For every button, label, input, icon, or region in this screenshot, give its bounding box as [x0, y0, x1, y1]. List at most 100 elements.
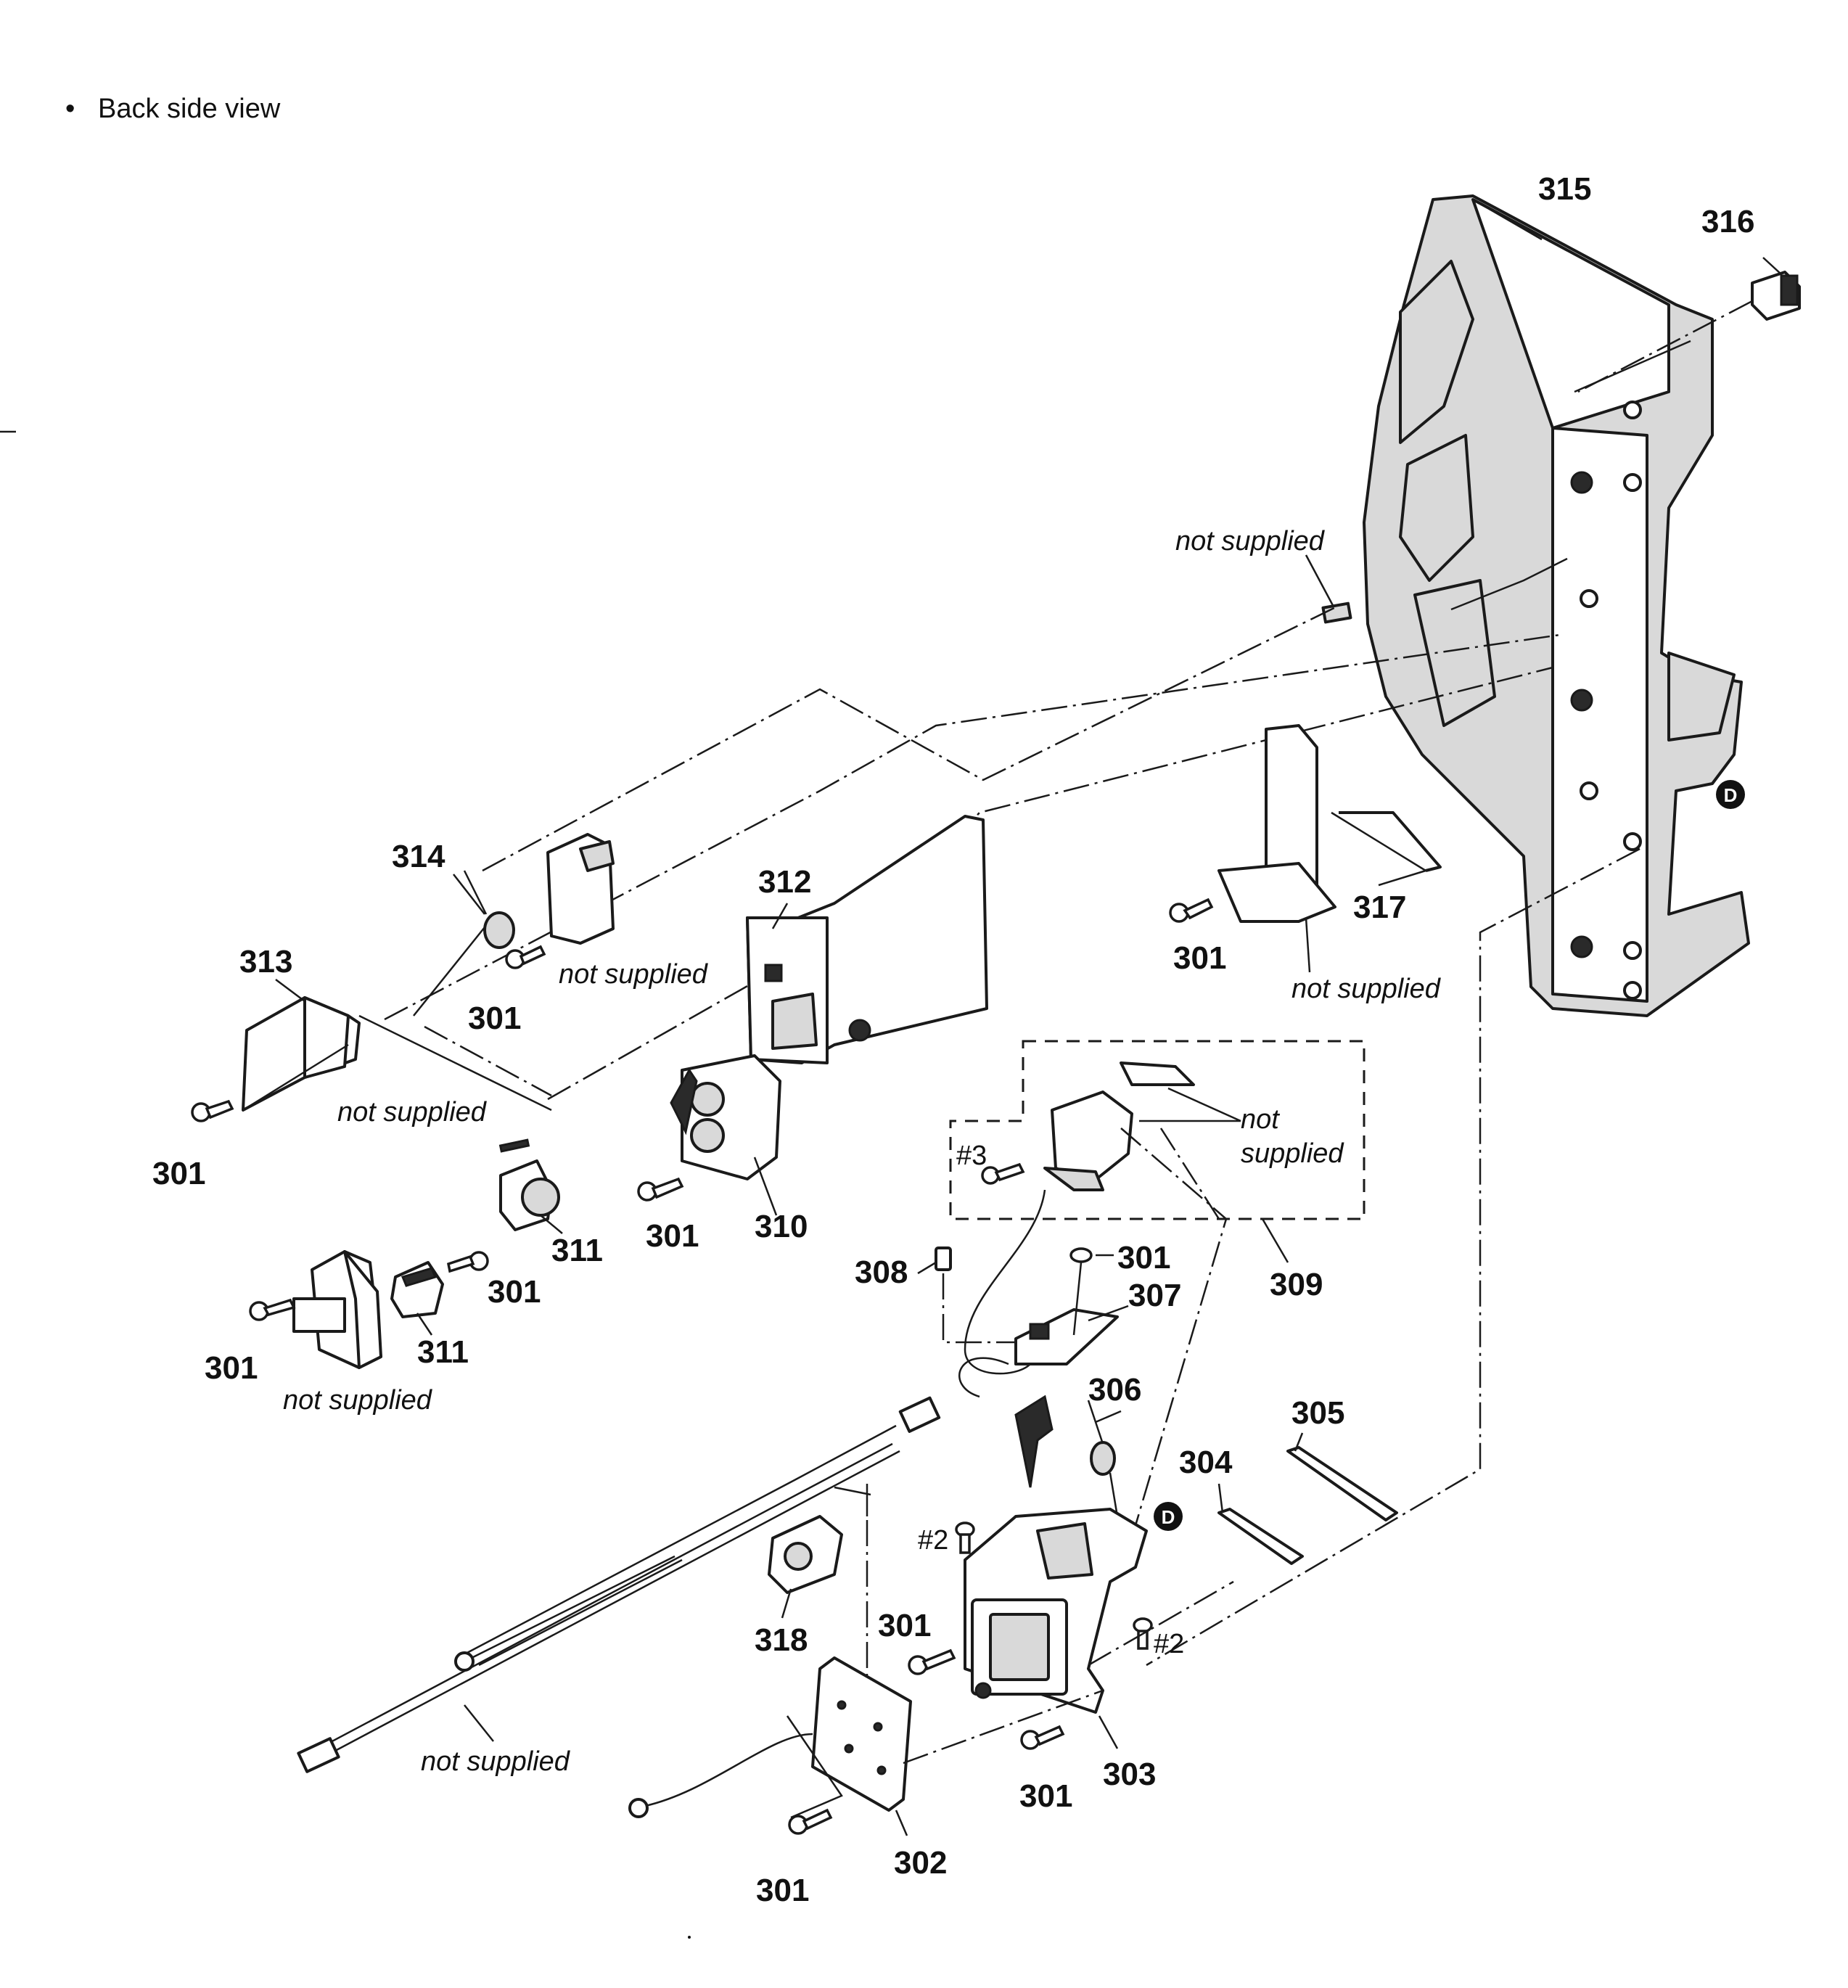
leader-314	[453, 874, 485, 915]
strip-304	[1217, 1508, 1304, 1565]
chain-308	[942, 1273, 1030, 1344]
housing-312	[746, 815, 988, 1064]
screw-301-313	[191, 1099, 234, 1122]
label-s2-left: #2	[918, 1525, 948, 1556]
leader-302	[895, 1810, 908, 1836]
marker-d-lower: D	[1154, 1502, 1183, 1531]
label-316: 316	[1701, 204, 1754, 239]
chain-mid2	[547, 666, 1553, 1101]
label-301-housing: 301	[205, 1350, 258, 1386]
leader-317	[1378, 869, 1426, 887]
dash-302-303	[903, 1689, 1104, 1765]
leader-313	[275, 979, 305, 1002]
leader-308	[917, 1261, 937, 1275]
label-313: 313	[239, 944, 292, 979]
small-part-chassis	[1321, 601, 1352, 624]
cable-plug-bottom	[297, 1737, 340, 1773]
leader-318	[781, 1588, 792, 1619]
cable-302-ring	[628, 1798, 649, 1818]
cable-plug-top	[898, 1396, 941, 1433]
label-308: 308	[855, 1254, 908, 1290]
label-314: 314	[392, 839, 445, 874]
svg-text:D: D	[1162, 1506, 1175, 1528]
screw-301-311r	[446, 1251, 489, 1273]
leader-303	[1098, 1715, 1119, 1749]
leader-309-not	[1139, 1087, 1241, 1122]
cable-long	[304, 1442, 900, 1765]
board-307	[1014, 1308, 1119, 1365]
note-not-309: not	[1241, 1104, 1280, 1135]
label-301-314: 301	[468, 1001, 521, 1036]
note-not-supplied-311: not supplied	[337, 1097, 488, 1128]
marker-d-top: D	[1716, 780, 1745, 809]
svg-text:D: D	[1724, 784, 1738, 806]
screw-301-302	[788, 1808, 833, 1835]
chassis-frame-315	[1363, 194, 1750, 1017]
stray-dot	[688, 1936, 691, 1939]
screw-301-307	[1069, 1247, 1093, 1336]
leader-316	[1762, 257, 1782, 275]
label-311-lower: 311	[417, 1334, 469, 1370]
small-part-311	[498, 1138, 530, 1153]
leader-not-supplied-chassis	[1305, 554, 1336, 610]
cable-302	[641, 1733, 813, 1808]
screw-301-housing	[249, 1298, 296, 1321]
cable-upper2	[834, 1484, 871, 1516]
label-305: 305	[1291, 1395, 1344, 1431]
chain-top	[482, 601, 1347, 872]
label-317: 317	[1353, 890, 1406, 925]
leader-306	[1095, 1410, 1122, 1424]
leader-312	[771, 903, 789, 929]
leader-310	[753, 1157, 778, 1216]
sensor-311-upper	[499, 1159, 560, 1231]
label-301-303a: 301	[878, 1608, 931, 1643]
label-301-r: 301	[1173, 940, 1226, 976]
label-306: 306	[1088, 1372, 1141, 1408]
note-supplied-309: supplied	[1241, 1138, 1344, 1169]
leader-311-lower	[416, 1313, 433, 1336]
label-301-311r: 301	[488, 1274, 541, 1310]
screw-301-r	[1169, 898, 1214, 923]
label-302: 302	[894, 1845, 947, 1881]
label-301-310: 301	[646, 1218, 699, 1254]
note-not-supplied-317: not supplied	[1291, 974, 1442, 1004]
note-not-supplied-cable: not supplied	[421, 1746, 571, 1777]
line-313-to-311	[358, 1014, 552, 1112]
connector-316	[1751, 271, 1801, 321]
label-312: 312	[758, 864, 811, 900]
screw-301-303a	[908, 1648, 956, 1675]
motor-frame-303	[964, 1508, 1148, 1714]
label-301-313: 301	[152, 1156, 205, 1191]
label-310: 310	[755, 1209, 808, 1244]
label-301-302: 301	[756, 1873, 809, 1908]
label-304: 304	[1179, 1445, 1233, 1480]
bracket-not-supplied-top	[546, 833, 615, 945]
board-302	[811, 1656, 912, 1812]
label-309-s3: #3	[956, 1141, 987, 1171]
spring-314	[413, 870, 515, 1016]
label-309: 309	[1270, 1267, 1323, 1302]
leader-305	[1294, 1432, 1304, 1452]
chain-left-bracket	[424, 1025, 552, 1097]
chain-309-right	[1159, 1128, 1220, 1220]
cable-mid	[958, 1357, 1009, 1398]
label-s2-right: #2	[1154, 1629, 1184, 1659]
header-bullet: •	[65, 94, 75, 124]
chain-right-down	[1146, 847, 1640, 1667]
part-308	[935, 1246, 952, 1271]
note-not-supplied-314: not supplied	[559, 959, 709, 990]
switch-309	[964, 1061, 1195, 1375]
label-301-303b: 301	[1019, 1778, 1072, 1814]
leader-not-supplied-317	[1305, 917, 1311, 973]
screw-s3	[981, 1162, 1025, 1185]
gear-assembly-310	[670, 1054, 781, 1180]
dash-304-303	[1088, 1580, 1234, 1667]
bracket-317	[1217, 724, 1442, 923]
spring-306	[1014, 1395, 1119, 1517]
chain-302	[786, 1715, 843, 1819]
leader-not-supplied-cable	[464, 1704, 494, 1742]
cable-upper	[464, 1424, 897, 1656]
screw-301-303b	[1020, 1725, 1065, 1750]
housing-not-supplied-lower	[292, 1250, 382, 1369]
